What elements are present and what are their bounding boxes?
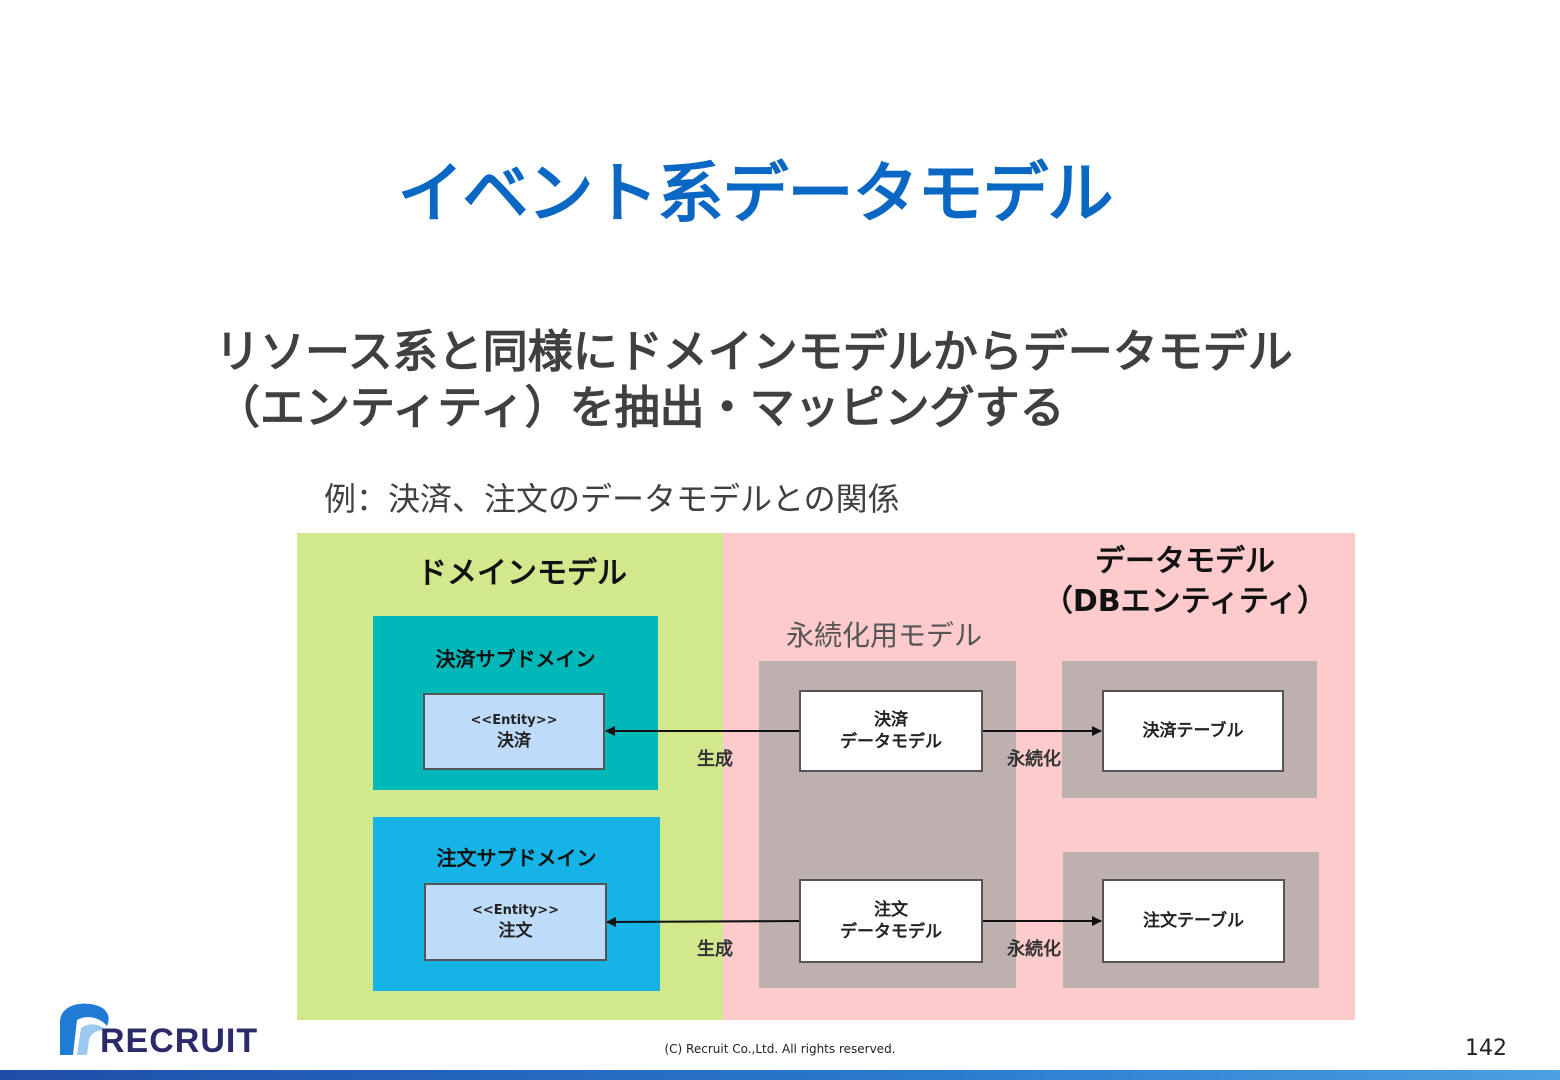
order-table-label: 注文テーブル xyxy=(1143,911,1244,931)
example-caption: 例：決済、注文のデータモデルとの関係 xyxy=(324,480,900,518)
data-model-heading-line1: データモデル xyxy=(1095,544,1275,579)
recruit-logo-text: RECRUIT xyxy=(100,1022,259,1060)
payment-entity: <<Entity>> 決済 xyxy=(423,693,605,770)
generate-arrow-order xyxy=(606,916,800,927)
payment-entity-label: 決済 xyxy=(497,730,531,751)
order-data-model: 注文 データモデル xyxy=(799,879,983,963)
data-model-heading-line2: （DBエンティティ） xyxy=(1042,584,1328,619)
payment-table: 決済テーブル xyxy=(1102,690,1284,772)
data-model-heading: データモデル （DBエンティティ） xyxy=(1020,542,1350,622)
persistence-model-heading: 永続化用モデル xyxy=(786,619,983,652)
bottom-band xyxy=(0,1070,1560,1080)
payment-table-label: 決済テーブル xyxy=(1142,721,1244,741)
order-entity: <<Entity>> 注文 xyxy=(424,883,607,961)
copyright-text: (C) Recruit Co.,Ltd. All rights reserved… xyxy=(664,1042,896,1056)
payment-subdomain: 決済サブドメイン <<Entity>> 決済 xyxy=(373,616,658,790)
payment-subdomain-title: 決済サブドメイン xyxy=(435,647,596,671)
order-data-model-line1: 注文 xyxy=(874,900,908,920)
lead-text: リソース系と同様にドメインモデルからデータモデル（エンティティ）を抽出・マッピン… xyxy=(215,325,1293,434)
order-subdomain: 注文サブドメイン <<Entity>> 注文 xyxy=(373,817,660,991)
slide-title: イベント系データモデル xyxy=(397,155,1114,232)
persist-label-order: 永続化 xyxy=(1007,939,1061,960)
order-entity-label: 注文 xyxy=(498,921,533,941)
payment-data-model: 決済 データモデル xyxy=(799,690,983,772)
order-data-model-line2: データモデル xyxy=(840,922,942,942)
generate-label-order: 生成 xyxy=(697,939,733,960)
generate-label-payment: 生成 xyxy=(697,749,733,770)
recruit-logo-icon xyxy=(60,1003,109,1055)
order-entity-stereotype: <<Entity>> xyxy=(471,903,560,918)
persist-label-payment: 永続化 xyxy=(1007,749,1061,770)
order-table: 注文テーブル xyxy=(1102,879,1285,963)
domain-model-heading: ドメインモデル xyxy=(417,556,627,591)
payment-data-model-line1: 決済 xyxy=(874,710,908,730)
payment-data-model-line2: データモデル xyxy=(840,732,942,752)
page-number: 142 xyxy=(1465,1036,1507,1061)
payment-entity-stereotype: <<Entity>> xyxy=(470,712,558,728)
order-subdomain-title: 注文サブドメイン xyxy=(436,846,597,870)
